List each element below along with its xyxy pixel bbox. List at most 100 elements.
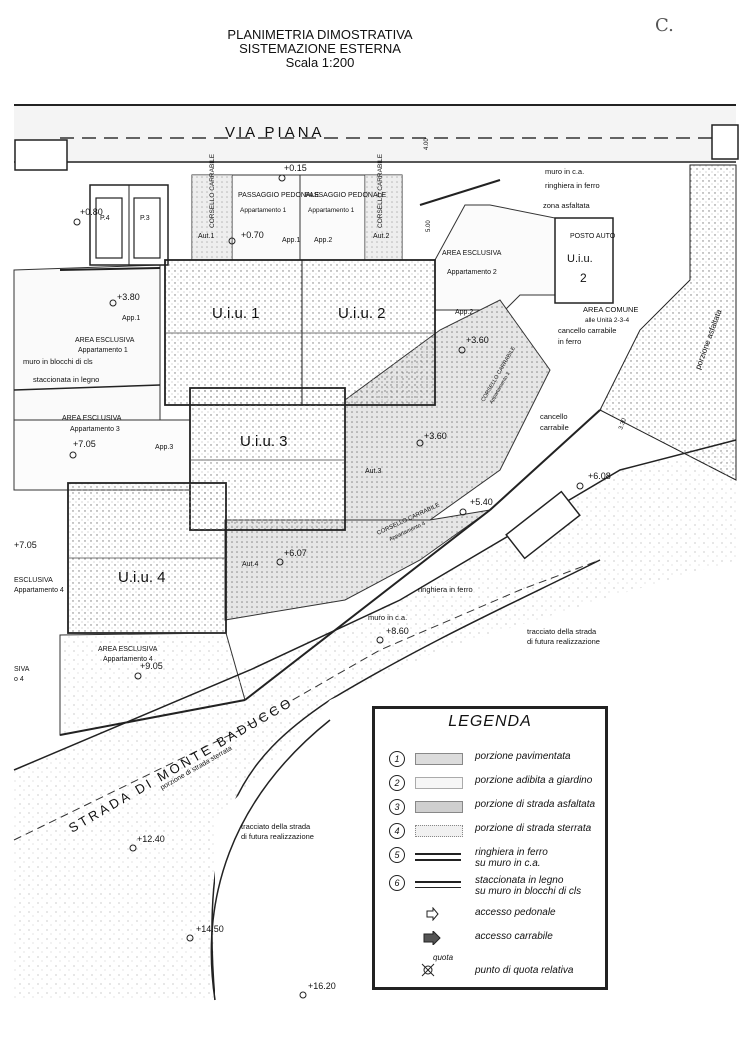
posto-num-label: 2 bbox=[580, 271, 587, 285]
svg-text:Aut.2: Aut.2 bbox=[373, 233, 389, 240]
legend-item: 1 porzione pavimentata bbox=[375, 749, 605, 769]
svg-text:SIVA: SIVA bbox=[14, 666, 30, 673]
legend-quota-label: quota bbox=[433, 953, 454, 962]
car-icon bbox=[711, 124, 739, 160]
svg-text:tracciato della strada: tracciato della strada bbox=[241, 822, 311, 831]
svg-text:Appartamento 1: Appartamento 1 bbox=[78, 347, 128, 354]
svg-text:AREA ESCLUSIVA: AREA ESCLUSIVA bbox=[62, 415, 122, 422]
svg-text:ESCLUSIVA: ESCLUSIVA bbox=[14, 577, 53, 584]
legend-swatch-railing bbox=[415, 853, 461, 861]
legend-item: accesso carrabile bbox=[375, 929, 605, 949]
passaggio-label-1: PASSAGGIO PEDONALE bbox=[238, 192, 320, 199]
legend-number: 4 bbox=[389, 823, 405, 839]
legend-number: 3 bbox=[389, 799, 405, 815]
svg-text:+8.60: +8.60 bbox=[386, 626, 409, 636]
posto-auto-label: POSTO AUTO bbox=[570, 233, 616, 240]
legend-text: accesso pedonale bbox=[475, 907, 556, 918]
building-uiu-1-2 bbox=[164, 259, 436, 406]
legend-item: 3 porzione di strada asfaltata bbox=[375, 797, 605, 817]
legend-box: LEGENDA 1 porzione pavimentata 2 porzion… bbox=[372, 706, 608, 990]
svg-text:staccionata in legno: staccionata in legno bbox=[33, 375, 99, 384]
svg-text:Appartamento 4: Appartamento 4 bbox=[14, 587, 64, 594]
svg-text:+16.20: +16.20 bbox=[308, 981, 336, 991]
paved-area bbox=[224, 509, 491, 621]
svg-text:+7.05: +7.05 bbox=[73, 439, 96, 449]
svg-text:App.1: App.1 bbox=[122, 315, 140, 322]
unit-label-2: U.i.u. 2 bbox=[338, 305, 386, 322]
via-piana-label: VIA PIANA bbox=[225, 124, 325, 141]
svg-text:carrabile: carrabile bbox=[540, 423, 569, 432]
svg-text:+5.40: +5.40 bbox=[470, 497, 493, 507]
corsello-label-1: CORSELLO CARRABILE bbox=[209, 153, 216, 228]
svg-text:ringhiera in ferro: ringhiera in ferro bbox=[418, 585, 473, 594]
svg-text:+3.80: +3.80 bbox=[117, 292, 140, 302]
svg-text:Appartamento 3: Appartamento 3 bbox=[70, 426, 120, 433]
plan-scale: Scala 1:200 bbox=[285, 55, 355, 70]
quota-point-icon bbox=[421, 963, 435, 977]
legend-number: 6 bbox=[389, 875, 405, 891]
svg-text:AREA COMUNE: AREA COMUNE bbox=[583, 305, 638, 314]
car-icon bbox=[133, 197, 161, 259]
svg-text:+0.80: +0.80 bbox=[80, 207, 103, 217]
legend-text: porzione di strada sterrata bbox=[475, 823, 592, 834]
unit-label-4: U.i.u. 4 bbox=[118, 569, 166, 586]
svg-text:Aut.4: Aut.4 bbox=[242, 561, 258, 568]
legend-item: quota punto di quota relativa bbox=[375, 953, 605, 983]
legend-text: porzione di strada asfaltata bbox=[475, 799, 596, 810]
quota-points: +0.15 +0.70 +3.80 +3.60 +3.60 +7.05 +7.0… bbox=[14, 163, 611, 999]
svg-text:+0.70: +0.70 bbox=[241, 230, 264, 240]
legend-swatch-dirt-road bbox=[415, 825, 463, 837]
corsello-label-2: CORSELLO CARRABILE bbox=[377, 153, 384, 228]
svg-text:cancello carrabile: cancello carrabile bbox=[558, 326, 616, 335]
legend-text: porzione pavimentata bbox=[475, 751, 571, 762]
unit-label-3: U.i.u. 3 bbox=[240, 433, 288, 450]
svg-text:muro in c.a.: muro in c.a. bbox=[368, 613, 407, 622]
svg-text:Appartamento 4: Appartamento 4 bbox=[103, 656, 153, 663]
vehicle-access-icon bbox=[423, 931, 441, 945]
legend-swatch-paved bbox=[415, 753, 463, 765]
svg-text:AREA ESCLUSIVA: AREA ESCLUSIVA bbox=[75, 337, 135, 344]
svg-text:AREA ESCLUSIVA: AREA ESCLUSIVA bbox=[98, 646, 158, 653]
legend-item: 2 porzione adibita a giardino bbox=[375, 773, 605, 793]
passaggio-label-2: PASSAGGIO PEDONALE bbox=[305, 192, 387, 199]
svg-text:ringhiera in ferro: ringhiera in ferro bbox=[545, 181, 600, 190]
svg-text:5.00: 5.00 bbox=[426, 220, 432, 232]
parking-uiu2 bbox=[554, 217, 614, 304]
svg-text:AREA ESCLUSIVA: AREA ESCLUSIVA bbox=[442, 250, 502, 257]
svg-text:4.00: 4.00 bbox=[424, 138, 430, 150]
svg-text:alle Unità 2-3-4: alle Unità 2-3-4 bbox=[585, 317, 629, 324]
car-icon bbox=[95, 197, 123, 259]
svg-text:zona asfaltata: zona asfaltata bbox=[543, 201, 591, 210]
svg-text:tracciato della strada: tracciato della strada bbox=[527, 627, 597, 636]
svg-text:App.2: App.2 bbox=[314, 237, 332, 244]
legend-text: punto di quota relativa bbox=[475, 965, 574, 976]
svg-text:+6.08: +6.08 bbox=[588, 471, 611, 481]
svg-text:App.3: App.3 bbox=[155, 444, 173, 451]
svg-text:o 4: o 4 bbox=[14, 676, 24, 683]
svg-text:di futura realizzazione: di futura realizzazione bbox=[241, 832, 314, 841]
legend-number: 2 bbox=[389, 775, 405, 791]
svg-text:Appartamento 2: Appartamento 2 bbox=[447, 269, 497, 276]
svg-text:App.2: App.2 bbox=[455, 309, 473, 316]
svg-text:di futura realizzazione: di futura realizzazione bbox=[527, 637, 600, 646]
svg-text:Aut.1: Aut.1 bbox=[198, 233, 214, 240]
car-icon bbox=[505, 490, 581, 560]
svg-text:+12.40: +12.40 bbox=[137, 834, 165, 844]
car-icon bbox=[14, 139, 68, 171]
legend-swatch-fence bbox=[415, 881, 461, 888]
svg-text:+0.15: +0.15 bbox=[284, 163, 307, 173]
passaggio-app1b: Appartamento 1 bbox=[308, 207, 355, 214]
svg-text:muro in c.a.: muro in c.a. bbox=[545, 167, 584, 176]
legend-swatch-garden bbox=[415, 777, 463, 789]
parking-p4: P.4 bbox=[100, 215, 110, 222]
posto-uiu-label: U.i.u. bbox=[567, 253, 593, 265]
svg-text:+14.50: +14.50 bbox=[196, 924, 224, 934]
legend-title: LEGENDA bbox=[448, 713, 532, 730]
svg-text:cancello: cancello bbox=[540, 412, 568, 421]
svg-text:+3.60: +3.60 bbox=[466, 335, 489, 345]
plan-title: PLANIMETRIA DIMOSTRATIVA bbox=[227, 27, 413, 42]
plan-subtitle: SISTEMAZIONE ESTERNA bbox=[239, 41, 401, 56]
